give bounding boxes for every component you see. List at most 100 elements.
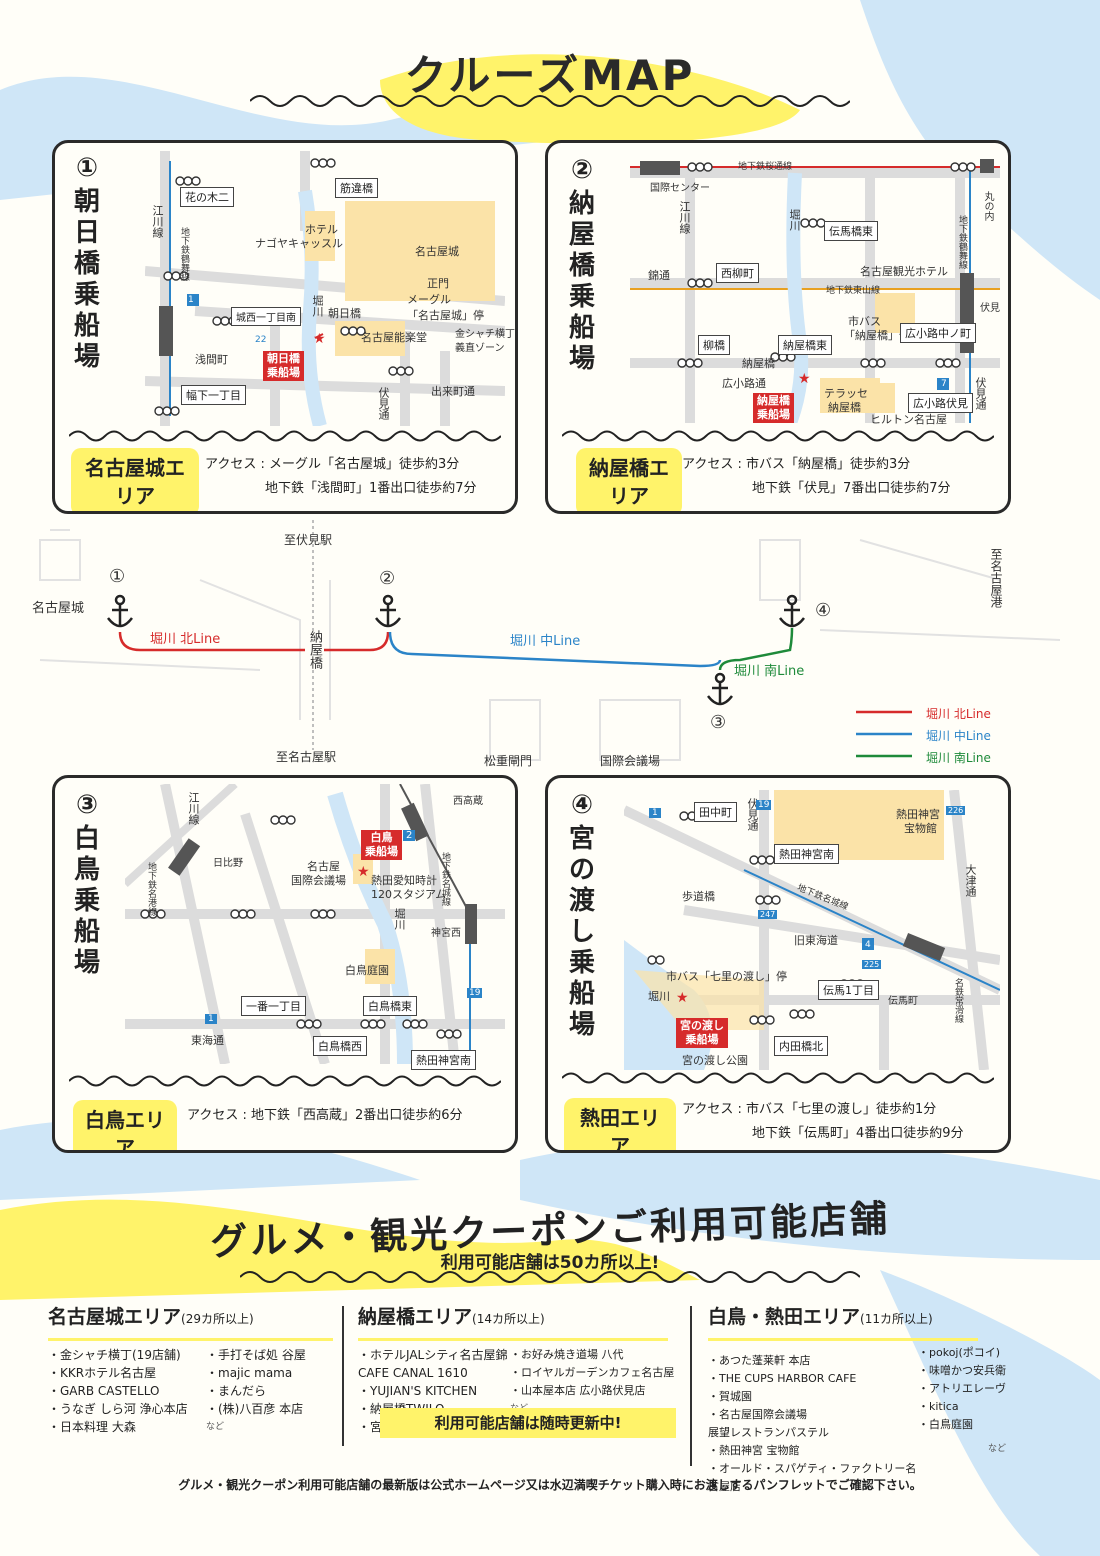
column-divider [342,1306,344,1446]
label-hirokoji-nakanomachi: 広小路中ノ町 [900,323,976,343]
shop-list-col2: ・pokoj(ポコイ) ・味噌かつ安兵衛 ・アトリエレーヴ ・kitica ・白… [918,1344,1048,1434]
access-line2: 地下鉄「浅間町」1番出口徒歩約7分 [265,481,477,496]
label-hodokyo: 歩道橋 [682,890,715,903]
label-nagoya-castle-hotel: ナゴヤキャッスル [255,237,343,250]
panel-number: ③ [75,790,98,820]
shop-area-title: 白鳥・熱田エリア [708,1306,861,1328]
shop-item: ・pokoj(ポコイ) [918,1346,1001,1359]
label-hananoki: 花の木二 [180,187,234,207]
access-line2: 地下鉄「伏見」7番出口徒歩約7分 [752,481,951,496]
route-stop-3: ③ [710,712,727,733]
label-sujikaibashi: 筋違橋 [335,178,378,198]
shop-item: ・majic mama [206,1366,293,1380]
label-shichiri-bus: 市バス「七里の渡し」停 [666,970,787,983]
heading-underline [48,1338,333,1341]
panel-station-name: 宮の渡し乗船場 [568,824,595,1040]
label-hibino: 日比野 [213,858,243,869]
label-terrasse-nayabashi: 納屋橋 [828,401,861,414]
label-meguru: メーグル [407,293,451,306]
access-line1: メーグル「名古屋城」徒歩約3分 [269,457,460,472]
label-egawa-line: 江川線 [151,205,164,238]
label-dekimachi: 出来町通 [431,385,475,398]
route-label-nagoya-port: 至名古屋港 [989,548,1003,608]
shop-item: ・あつた蓬莱軒 本店 [708,1354,811,1367]
label-hilton: ヒルトン名古屋 [870,413,947,426]
label-treasure-hall: 宝物館 [904,822,937,835]
label-nayabashi-stop2: 納屋橋 [742,357,775,370]
shop-item: ・熱田神宮 宝物館 [708,1444,800,1457]
label-horikawa: 堀川 [788,209,801,231]
title-wave-divider [250,95,850,107]
label-otsudori: 大津通 [964,864,977,897]
route-label-nayabashi: 納屋橋 [305,630,324,669]
label-horikawa: 堀川 [393,908,406,930]
label-noh-theater: 名古屋能楽堂 [361,331,427,344]
label-meijo-line: 地下鉄名城線 [440,852,450,906]
shop-item: ・山本屋本店 広小路伏見店 [510,1384,646,1397]
label-nishitakakura: 西高蔵 [453,796,483,807]
boarding-label-line2: 乗船場 [685,1033,719,1046]
heading-underline [708,1338,978,1341]
route-number-1: 1 [205,1014,217,1024]
shop-item: ・味噌かつ安兵衛 [918,1364,1006,1377]
label-uchidabashi-north: 内田橋北 [774,1036,828,1056]
area-badge: 名古屋城エリア [71,448,199,511]
label-terrasse: テラッセ [824,387,868,400]
label-kyu-tokaido: 旧東海道 [794,934,838,947]
boarding-label-line1: 朝日橋 [267,352,300,365]
label-kinshachi: 金シャチ横丁 [455,329,515,340]
label-nayabashi-stop: 「納屋橋」停 [844,329,910,342]
route-number-22: 22 [255,335,267,345]
label-shironishi: 城西一丁目南 [231,307,301,326]
panel-station-name: 白鳥乗船場 [73,824,100,978]
area-badge: 白鳥エリア [73,1100,177,1150]
route-number-19: 19 [467,988,483,998]
route-number-226: 226 [946,806,966,815]
route-line-north-label: 堀川 北Line [150,632,221,647]
label-tsurumai-line: 地下鉄鶴舞線 [179,227,189,281]
shop-item: 展望レストランパステル [708,1426,829,1439]
area-badge: 熱田エリア [564,1098,676,1150]
route-label-nagoya-station: 至名古屋駅 [276,750,337,764]
route-number-247: 247 [758,910,778,919]
legend-south: 堀川 南Line [926,751,991,765]
panel-nayabashi: ② 納屋橋乗船場 地下鉄桜通線 国際センター 丸の内 江川線 堀川 伝 [545,140,1011,514]
shop-item: ・金シャチ横丁(19店舗) [48,1348,181,1362]
panel-shiratori: ③ 白鳥乗船場 江川線 西高蔵 日比野 地下鉄名港線 白鳥 乗船場 [52,775,518,1153]
panel-wave [69,1075,501,1087]
label-tokaidori: 東海通 [191,1034,224,1047]
shop-area-heading: 名古屋城エリア(29カ所以上) [48,1308,338,1328]
label-hirokoji-dori: 広小路通 [722,377,766,390]
panel-miyanowatashi: ④ 宮の渡し乗船場 田中町 伏見通 熱田神宮 宝物館 熱田神宮南 大津通 歩道橋… [545,775,1011,1153]
landmark-congress-center: 国際会議場 [600,754,661,768]
route-number-4: 4 [865,940,871,950]
boarding-label-line2: 乗船場 [365,845,398,858]
label-kokusai-center: 国際センター [650,183,710,194]
label-meguru-stop: 「名古屋城」停 [407,309,484,322]
boarding-label-line2: 乗船場 [757,408,790,421]
access-info: アクセス : 地下鉄「西高蔵」2番出口徒歩約6分 [187,1108,463,1123]
anchor-icons [107,594,805,706]
label-fushimi-dori: 伏見通 [974,377,987,410]
label-congress-nagoya: 名古屋 [307,860,340,873]
label-shiratori-east: 白鳥橋東 [363,996,417,1016]
label-city-bus: 市バス [848,315,881,328]
label-horikawa: 堀川 [648,990,670,1003]
route-number-2: 2 [403,830,416,841]
label-tanakacho: 田中町 [694,802,737,822]
boarding-label-asahibashi: 朝日橋 乗船場 [263,351,304,381]
heading-underline [358,1338,668,1341]
label-asahibashi: 朝日橋 [328,307,361,320]
label-miyanowatashi-park: 宮の渡し公園 [682,1054,748,1067]
panel-number: ② [570,155,593,185]
etc-note: など [206,1422,225,1432]
map-miyanowatashi [624,790,1000,1070]
shop-area-heading: 白鳥・熱田エリア(11カ所以上) [708,1308,1053,1328]
legend-middle: 堀川 中Line [926,729,991,743]
label-fushimi: 伏見 [980,303,1000,314]
label-atsuta-jingu-minami: 熱田神宮南 [774,844,839,864]
label-kanko-hotel: 名古屋観光ホテル [860,265,948,278]
label-meiko-line: 地下鉄名港線 [146,862,156,916]
panel-wave [562,430,994,442]
